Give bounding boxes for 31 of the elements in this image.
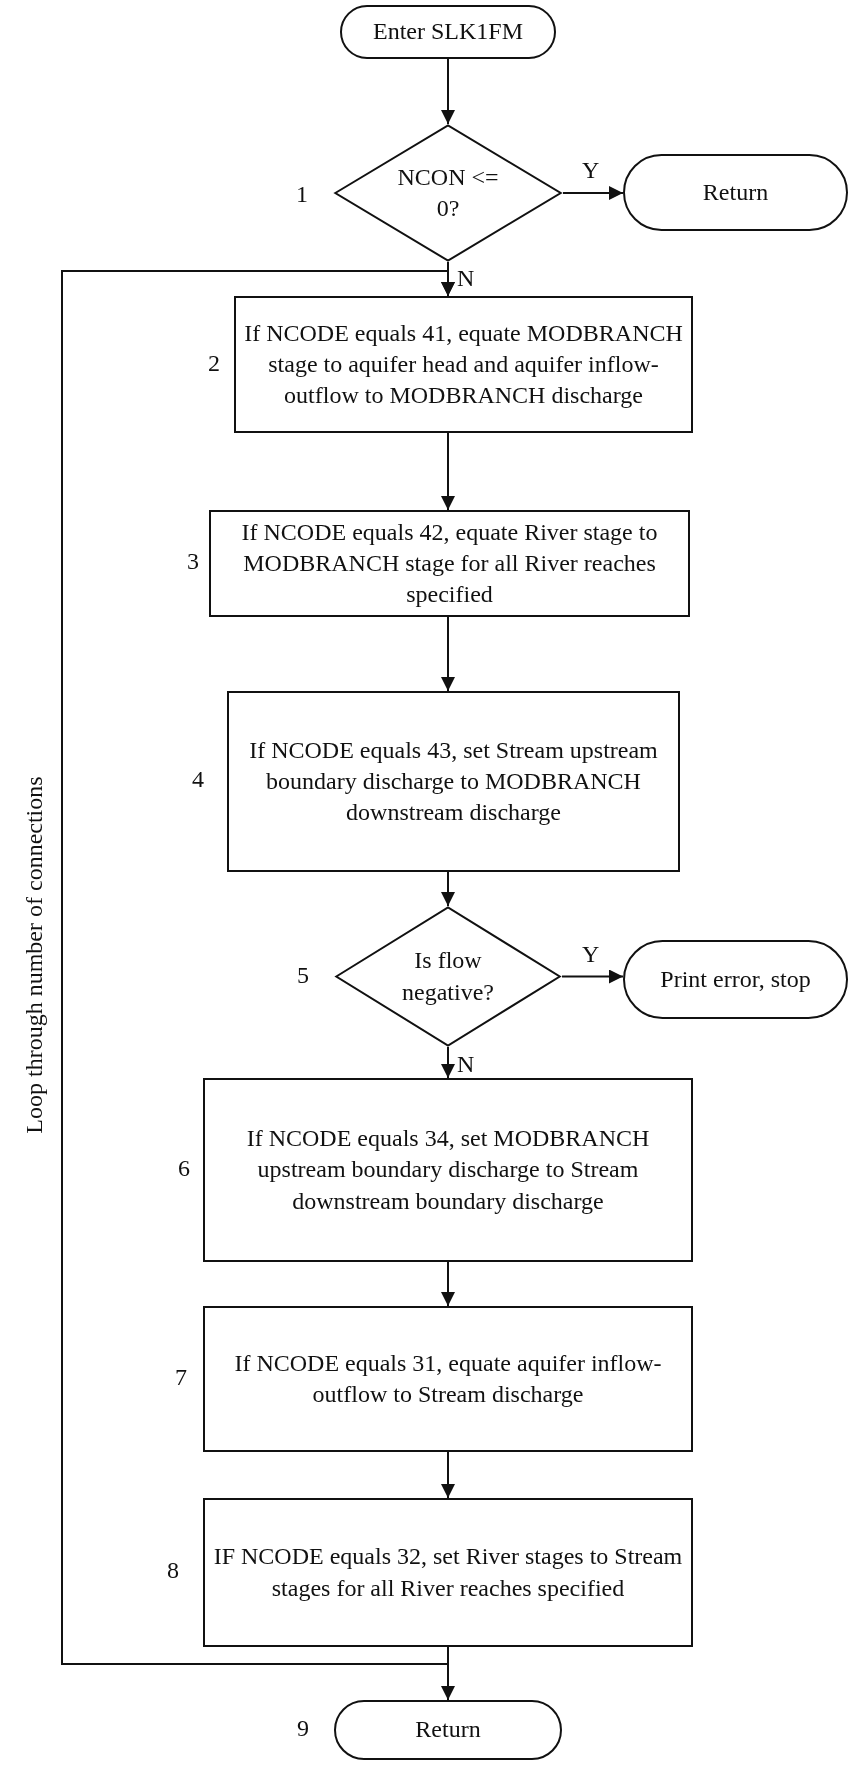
arrow <box>561 969 624 984</box>
decision-diamond: NCON <= 0? <box>333 124 563 262</box>
step-number: 7 <box>175 1364 187 1391</box>
step-number: 8 <box>167 1557 179 1584</box>
arrow <box>441 432 455 511</box>
step-number: 3 <box>187 548 199 575</box>
terminal-box: Return <box>623 154 848 231</box>
process-box: IF NCODE equals 32, set River stages to Stream stages for all River reaches specified <box>203 1498 693 1647</box>
process-box: If NCODE equals 43, set Stream upstream boundary discharge to MODBRANCH downstream discharge <box>227 691 680 872</box>
process-box: If NCODE equals 31, equate aquifer inflow-outflow to Stream discharge <box>203 1306 693 1452</box>
step-number: 6 <box>178 1155 190 1182</box>
arrow <box>562 186 624 200</box>
step-number: 1 <box>296 181 308 208</box>
step-number: 2 <box>208 350 220 377</box>
arrow <box>441 58 455 125</box>
arrow <box>441 1261 455 1307</box>
arrow <box>441 871 455 907</box>
arrow <box>441 616 455 692</box>
step-number: 9 <box>297 1715 309 1742</box>
step-number: 4 <box>192 766 204 793</box>
process-box: If NCODE equals 42, equate River stage to MODBRANCH stage for all River reaches specified <box>209 510 690 617</box>
terminal-box: Return <box>334 1700 562 1760</box>
decision-diamond: Is flow negative? <box>334 906 562 1047</box>
terminal-box: Enter SLK1FM <box>340 5 556 59</box>
process-box: If NCODE equals 41, equate MODBRANCH stage to aquifer head and aquifer inflow-outflow to MODBRANCH discharge <box>234 296 693 433</box>
arrow <box>61 270 455 1665</box>
arrow <box>441 1046 455 1079</box>
process-box: If NCODE equals 34, set MODBRANCH upstream boundary discharge to Stream downstream boundary discharge <box>203 1078 693 1262</box>
step-number: 5 <box>297 962 309 989</box>
arrow <box>441 1451 455 1499</box>
terminal-box: Print error, stop <box>623 940 848 1019</box>
